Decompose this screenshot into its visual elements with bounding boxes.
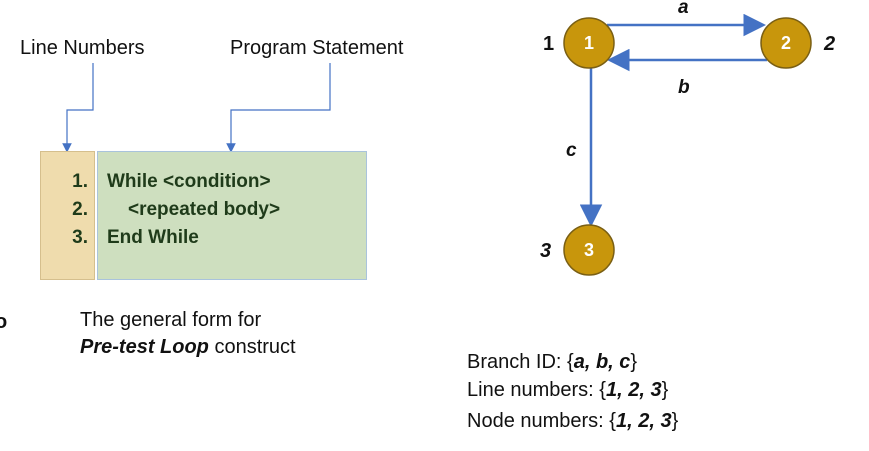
node-numbers-close: } [671, 410, 679, 432]
line-numbers-label: Line Numbers [20, 37, 145, 59]
node-numbers-prefix: Node numbers: { [467, 410, 616, 432]
line-numbers-prefix: Line numbers: { [467, 379, 606, 401]
node-2-label: 2 [781, 33, 791, 53]
node-1-label: 1 [584, 33, 594, 53]
branch-id-prefix: Branch ID: { [467, 351, 574, 373]
edge-a-label: a [678, 0, 689, 18]
node-3-label: 3 [584, 240, 594, 260]
edge-c-label: c [566, 140, 577, 161]
statement-while: While <condition> [107, 171, 271, 192]
control-flow-graph: 1 2 3 1 2 3 a b c [540, 0, 835, 276]
node-3 [563, 224, 615, 276]
line-number-3: 3. [72, 227, 88, 248]
edge-b-label: b [678, 77, 690, 98]
node-2-outer-label: 2 [823, 33, 835, 55]
branch-id-set: a, b, c [573, 351, 631, 373]
branch-id-close: } [630, 351, 638, 373]
line-numbers-close: } [661, 379, 669, 401]
statement-column [97, 151, 367, 280]
label-connectors [62, 63, 331, 153]
statement-end-while: End While [107, 227, 199, 248]
caption-line-1: The general form for [80, 309, 262, 331]
node-2 [760, 17, 812, 69]
caption-rest: construct [208, 336, 296, 358]
node-numbers-line: Node numbers: {1, 2, 3} [467, 407, 678, 435]
line-number-column [40, 151, 95, 280]
statement-body: <repeated body> [128, 199, 281, 220]
node-1 [563, 17, 615, 69]
node-numbers-set: 1, 2, 3 [615, 410, 672, 432]
line-numbers-connector [62, 63, 94, 153]
line-numbers-line: Line numbers: {1, 2, 3} [467, 376, 668, 404]
line-number-2: 2. [72, 199, 88, 220]
line-numbers-set: 1, 2, 3 [605, 379, 662, 401]
caption-emphasis: Pre-test Loop [80, 336, 209, 358]
branch-id-line: Branch ID: {a, b, c} [467, 348, 637, 376]
left-fragment: o [0, 311, 8, 333]
program-statement-connector [226, 63, 331, 153]
node-1-outer-label: 1 [543, 33, 554, 55]
program-statement-label: Program Statement [230, 37, 404, 59]
node-3-outer-label: 3 [540, 240, 551, 262]
line-number-1: 1. [72, 171, 88, 192]
caption-line-2: Pre-test Loop construct [80, 335, 296, 360]
